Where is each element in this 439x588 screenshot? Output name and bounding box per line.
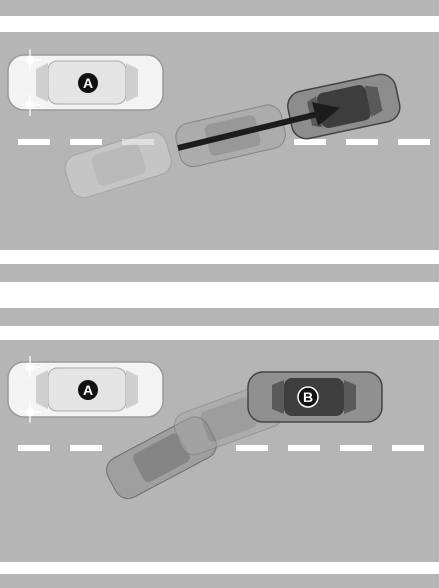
top-scene: A: [0, 0, 439, 294]
car-a-top: A: [8, 49, 163, 116]
car-a-badge-label: A: [83, 382, 93, 398]
car-b: B: [248, 372, 382, 422]
car-a-bottom: A: [8, 356, 163, 423]
bottom-scene-svg: A B: [0, 294, 439, 588]
bottom-scene: A B: [0, 294, 439, 588]
top-road-strip: [0, 0, 439, 16]
bottom-road-strip: [0, 308, 439, 326]
car-a-badge-label: A: [83, 75, 93, 91]
car-b-badge-label: B: [303, 389, 313, 405]
bottom-road-bottom: [0, 574, 439, 588]
top-road-bottom: [0, 264, 439, 282]
top-scene-svg: A: [0, 0, 439, 294]
